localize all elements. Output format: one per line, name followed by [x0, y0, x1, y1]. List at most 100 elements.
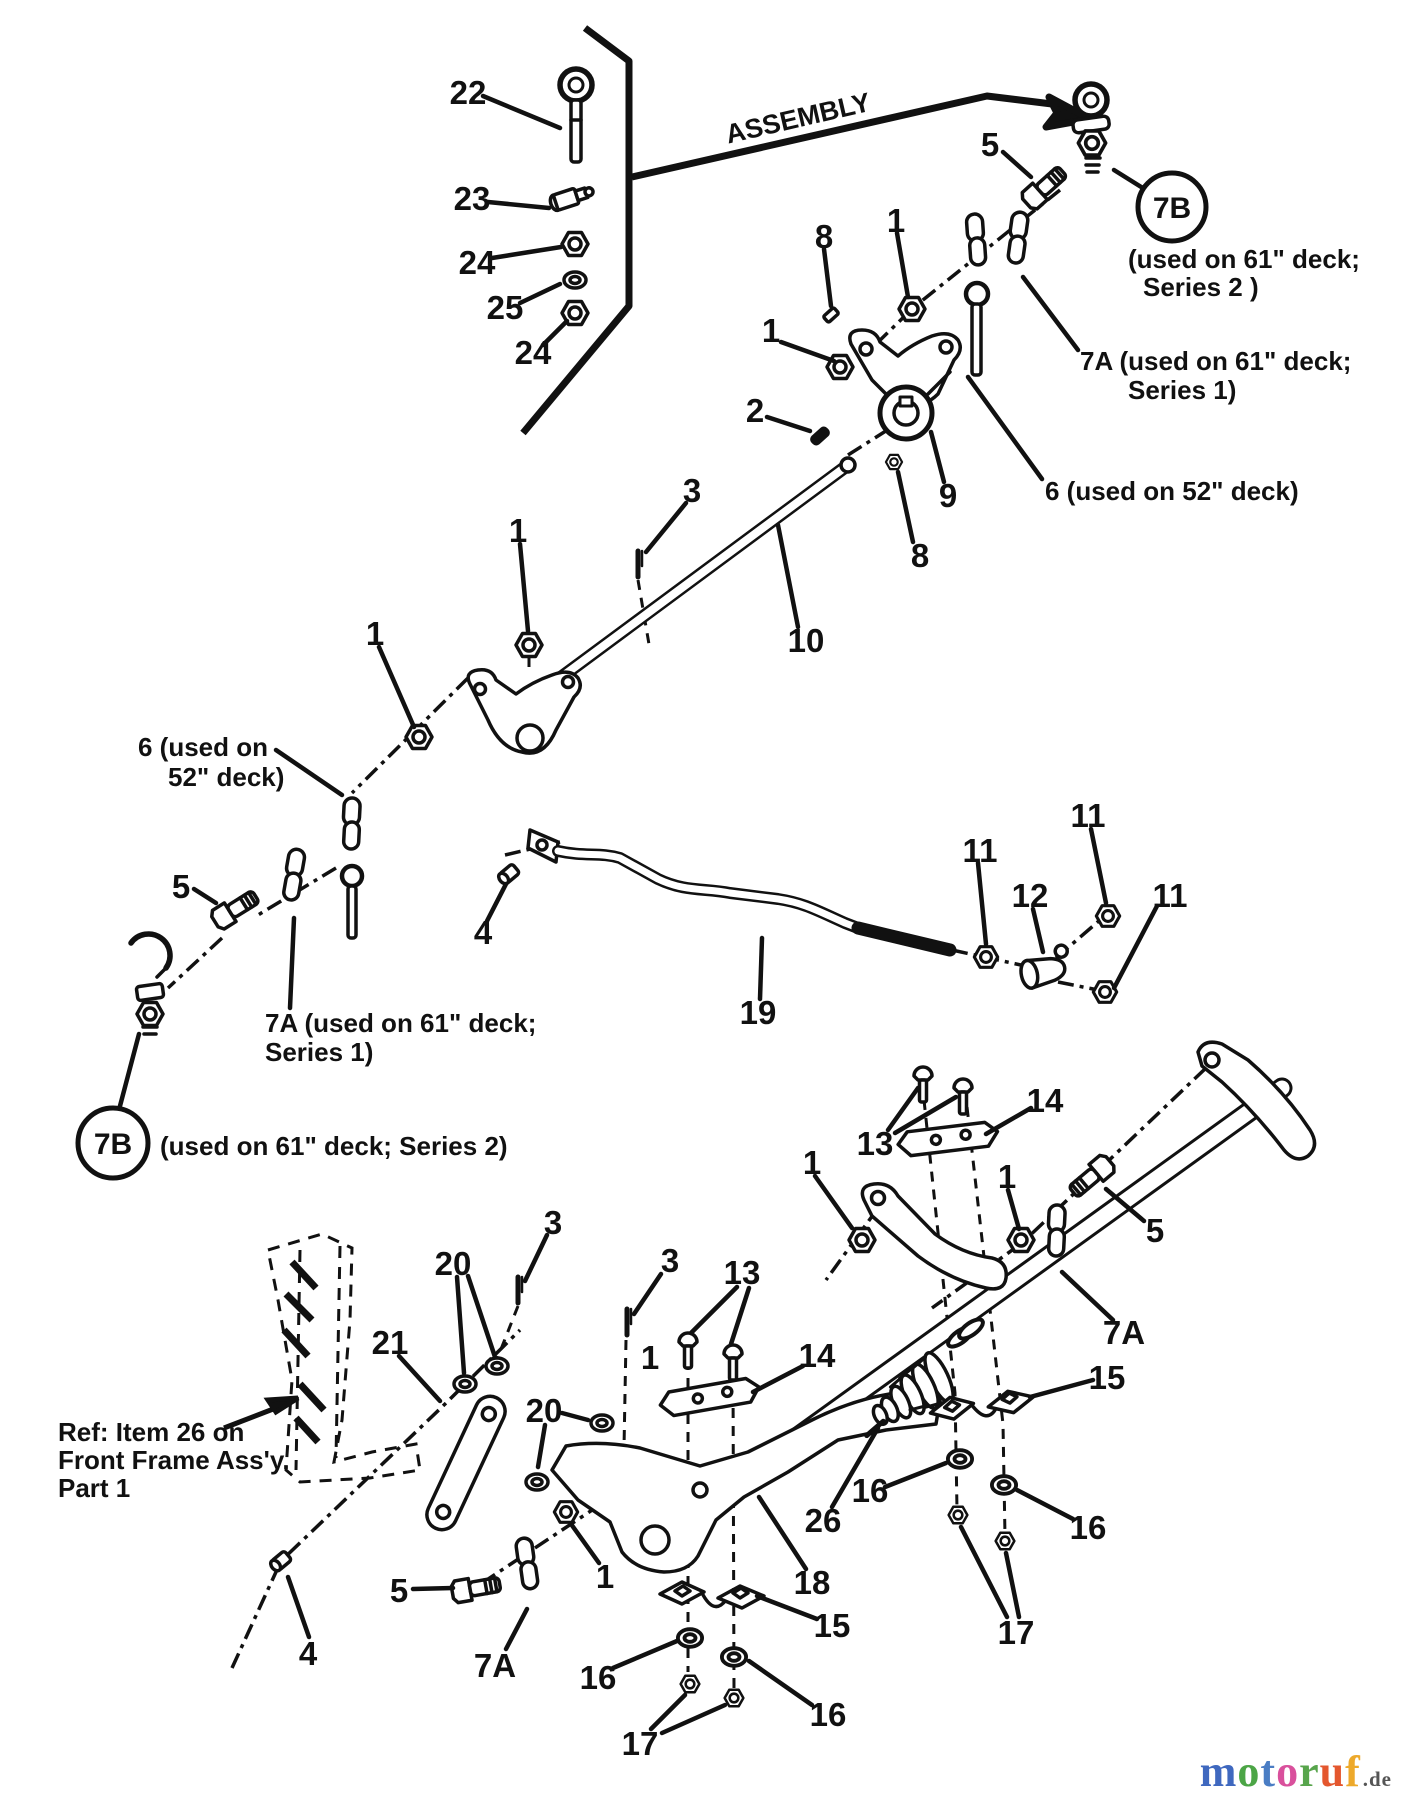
callout-label: 3 — [661, 1242, 679, 1279]
callout-label: 4 — [299, 1635, 318, 1672]
washer-20 — [589, 1413, 615, 1433]
callout-label: 1 — [887, 202, 905, 239]
front-frame-ref-outline — [266, 1232, 422, 1484]
bolt-5 — [207, 885, 264, 933]
clamp-plate-14 — [895, 1119, 1001, 1159]
callout-label: 12 — [1012, 877, 1049, 914]
u-clamp-15 — [658, 1580, 766, 1610]
chain-eyebolt-6-right — [963, 211, 991, 377]
callout-label: 15 — [814, 1607, 851, 1644]
callout-label: 22 — [450, 74, 487, 111]
washer-16 — [675, 1627, 705, 1649]
callout-label: 5 — [390, 1572, 408, 1609]
pivot-bracket-lower — [466, 667, 582, 755]
callout-label: 17 — [622, 1725, 659, 1762]
hex-nut-1 — [1006, 1226, 1036, 1254]
watermark-letter: o — [1276, 1747, 1300, 1796]
callout-label: 24 — [515, 334, 552, 371]
cotter-pin-3 — [627, 1309, 631, 1335]
callout-label: 10 — [788, 622, 825, 659]
callout-label: 21 — [372, 1324, 409, 1361]
carriage-bolt-13 — [677, 1331, 699, 1370]
callout-label: 11 — [963, 832, 998, 869]
callout-label: 14 — [799, 1337, 836, 1374]
watermark-letter: f — [1345, 1747, 1361, 1796]
lift-bracket-9 — [848, 328, 962, 442]
watermark-letter: r — [1299, 1747, 1320, 1796]
callout-label: 3 — [544, 1204, 562, 1241]
ferrule-4 — [266, 1548, 294, 1575]
pivot-arm-dogbone — [860, 1182, 1008, 1291]
leader-lines — [117, 93, 1160, 1736]
washer-20 — [524, 1472, 550, 1492]
detail-badge-label: 7B — [94, 1128, 132, 1161]
callout-label: 7A — [1103, 1314, 1145, 1351]
callout-label: 20 — [435, 1245, 472, 1282]
washer-25 — [562, 270, 588, 290]
hex-nut-17 — [994, 1531, 1016, 1551]
upper-right-arm — [1196, 1040, 1317, 1161]
callout-label: 11 — [1153, 877, 1188, 914]
callout-label: 13 — [857, 1125, 894, 1162]
hex-nut-1 — [847, 1226, 877, 1254]
hex-nut-11 — [972, 945, 1000, 969]
watermark-logo: motoruf.de — [1200, 1750, 1392, 1794]
callout-label: 8 — [815, 218, 833, 255]
callout-label: 25 — [487, 289, 524, 326]
carriage-bolt-13 — [912, 1065, 934, 1104]
trunnion-12 — [1019, 943, 1069, 990]
watermark-letter: m — [1199, 1747, 1238, 1796]
hook-eye-7b-left — [128, 931, 173, 1036]
chain-eyebolt-6-left — [339, 795, 365, 940]
callout-label: 23 — [454, 180, 491, 217]
annotation-text: (used on 61" deck; Series 2) — [160, 1131, 508, 1161]
grease-fitting-23 — [548, 186, 595, 213]
chain-7a — [1045, 1202, 1068, 1259]
hex-nut-24 — [560, 230, 590, 258]
eye-bolt-22 — [557, 66, 595, 164]
chain-7a — [513, 1535, 541, 1592]
hex-nut-1 — [897, 295, 927, 323]
callout-label: 20 — [526, 1392, 563, 1429]
chain-7a — [279, 846, 308, 903]
chain-7a — [1004, 209, 1032, 266]
callout-label: 1 — [596, 1558, 614, 1595]
callout-label: 5 — [172, 868, 190, 905]
lift-lever-18 — [550, 1390, 942, 1574]
callout-label: 26 — [805, 1502, 842, 1539]
cotter-pin-3 — [638, 551, 642, 577]
annotation-text: 6 (used on 52" deck) — [1045, 476, 1299, 506]
brake-rod-19 — [526, 828, 957, 957]
callout-label: 19 — [740, 994, 777, 1031]
detail-badge-circle — [1135, 170, 1209, 244]
annotation-text: Part 1 — [58, 1473, 130, 1503]
callout-label: 16 — [852, 1472, 889, 1509]
assembly-axis-lines — [166, 188, 1208, 1669]
detail-badge-label: 7B — [1153, 192, 1191, 225]
hex-nut-17 — [947, 1505, 969, 1525]
callout-label: 1 — [641, 1339, 659, 1376]
washer-16 — [945, 1448, 975, 1470]
callout-label: 8 — [911, 537, 929, 574]
watermark-letter: o — [1237, 1747, 1261, 1796]
link-bar-21 — [425, 1394, 507, 1532]
callout-label: 17 — [998, 1614, 1035, 1651]
hook-eye-7b-right — [1071, 81, 1111, 174]
callout-label: 14 — [1027, 1082, 1064, 1119]
annotation-text: (used on 61" deck; — [1128, 244, 1360, 274]
ferrule-4 — [494, 861, 522, 888]
annotation-text: Ref: Item 26 on — [58, 1417, 244, 1447]
hex-nut-1 — [404, 723, 434, 751]
annotation-text: Series 1) — [1128, 375, 1236, 405]
hex-nut-11 — [1094, 904, 1122, 928]
callout-label: 18 — [794, 1564, 831, 1601]
callout-label: 1 — [803, 1144, 821, 1181]
washer-20 — [452, 1374, 478, 1394]
callout-label: 3 — [683, 472, 701, 509]
annotation-text: 7A (used on 61" deck; — [265, 1008, 536, 1038]
bolt-5 — [448, 1571, 504, 1606]
detail-panel-edge — [520, 25, 633, 436]
callout-label: 2 — [746, 392, 764, 429]
